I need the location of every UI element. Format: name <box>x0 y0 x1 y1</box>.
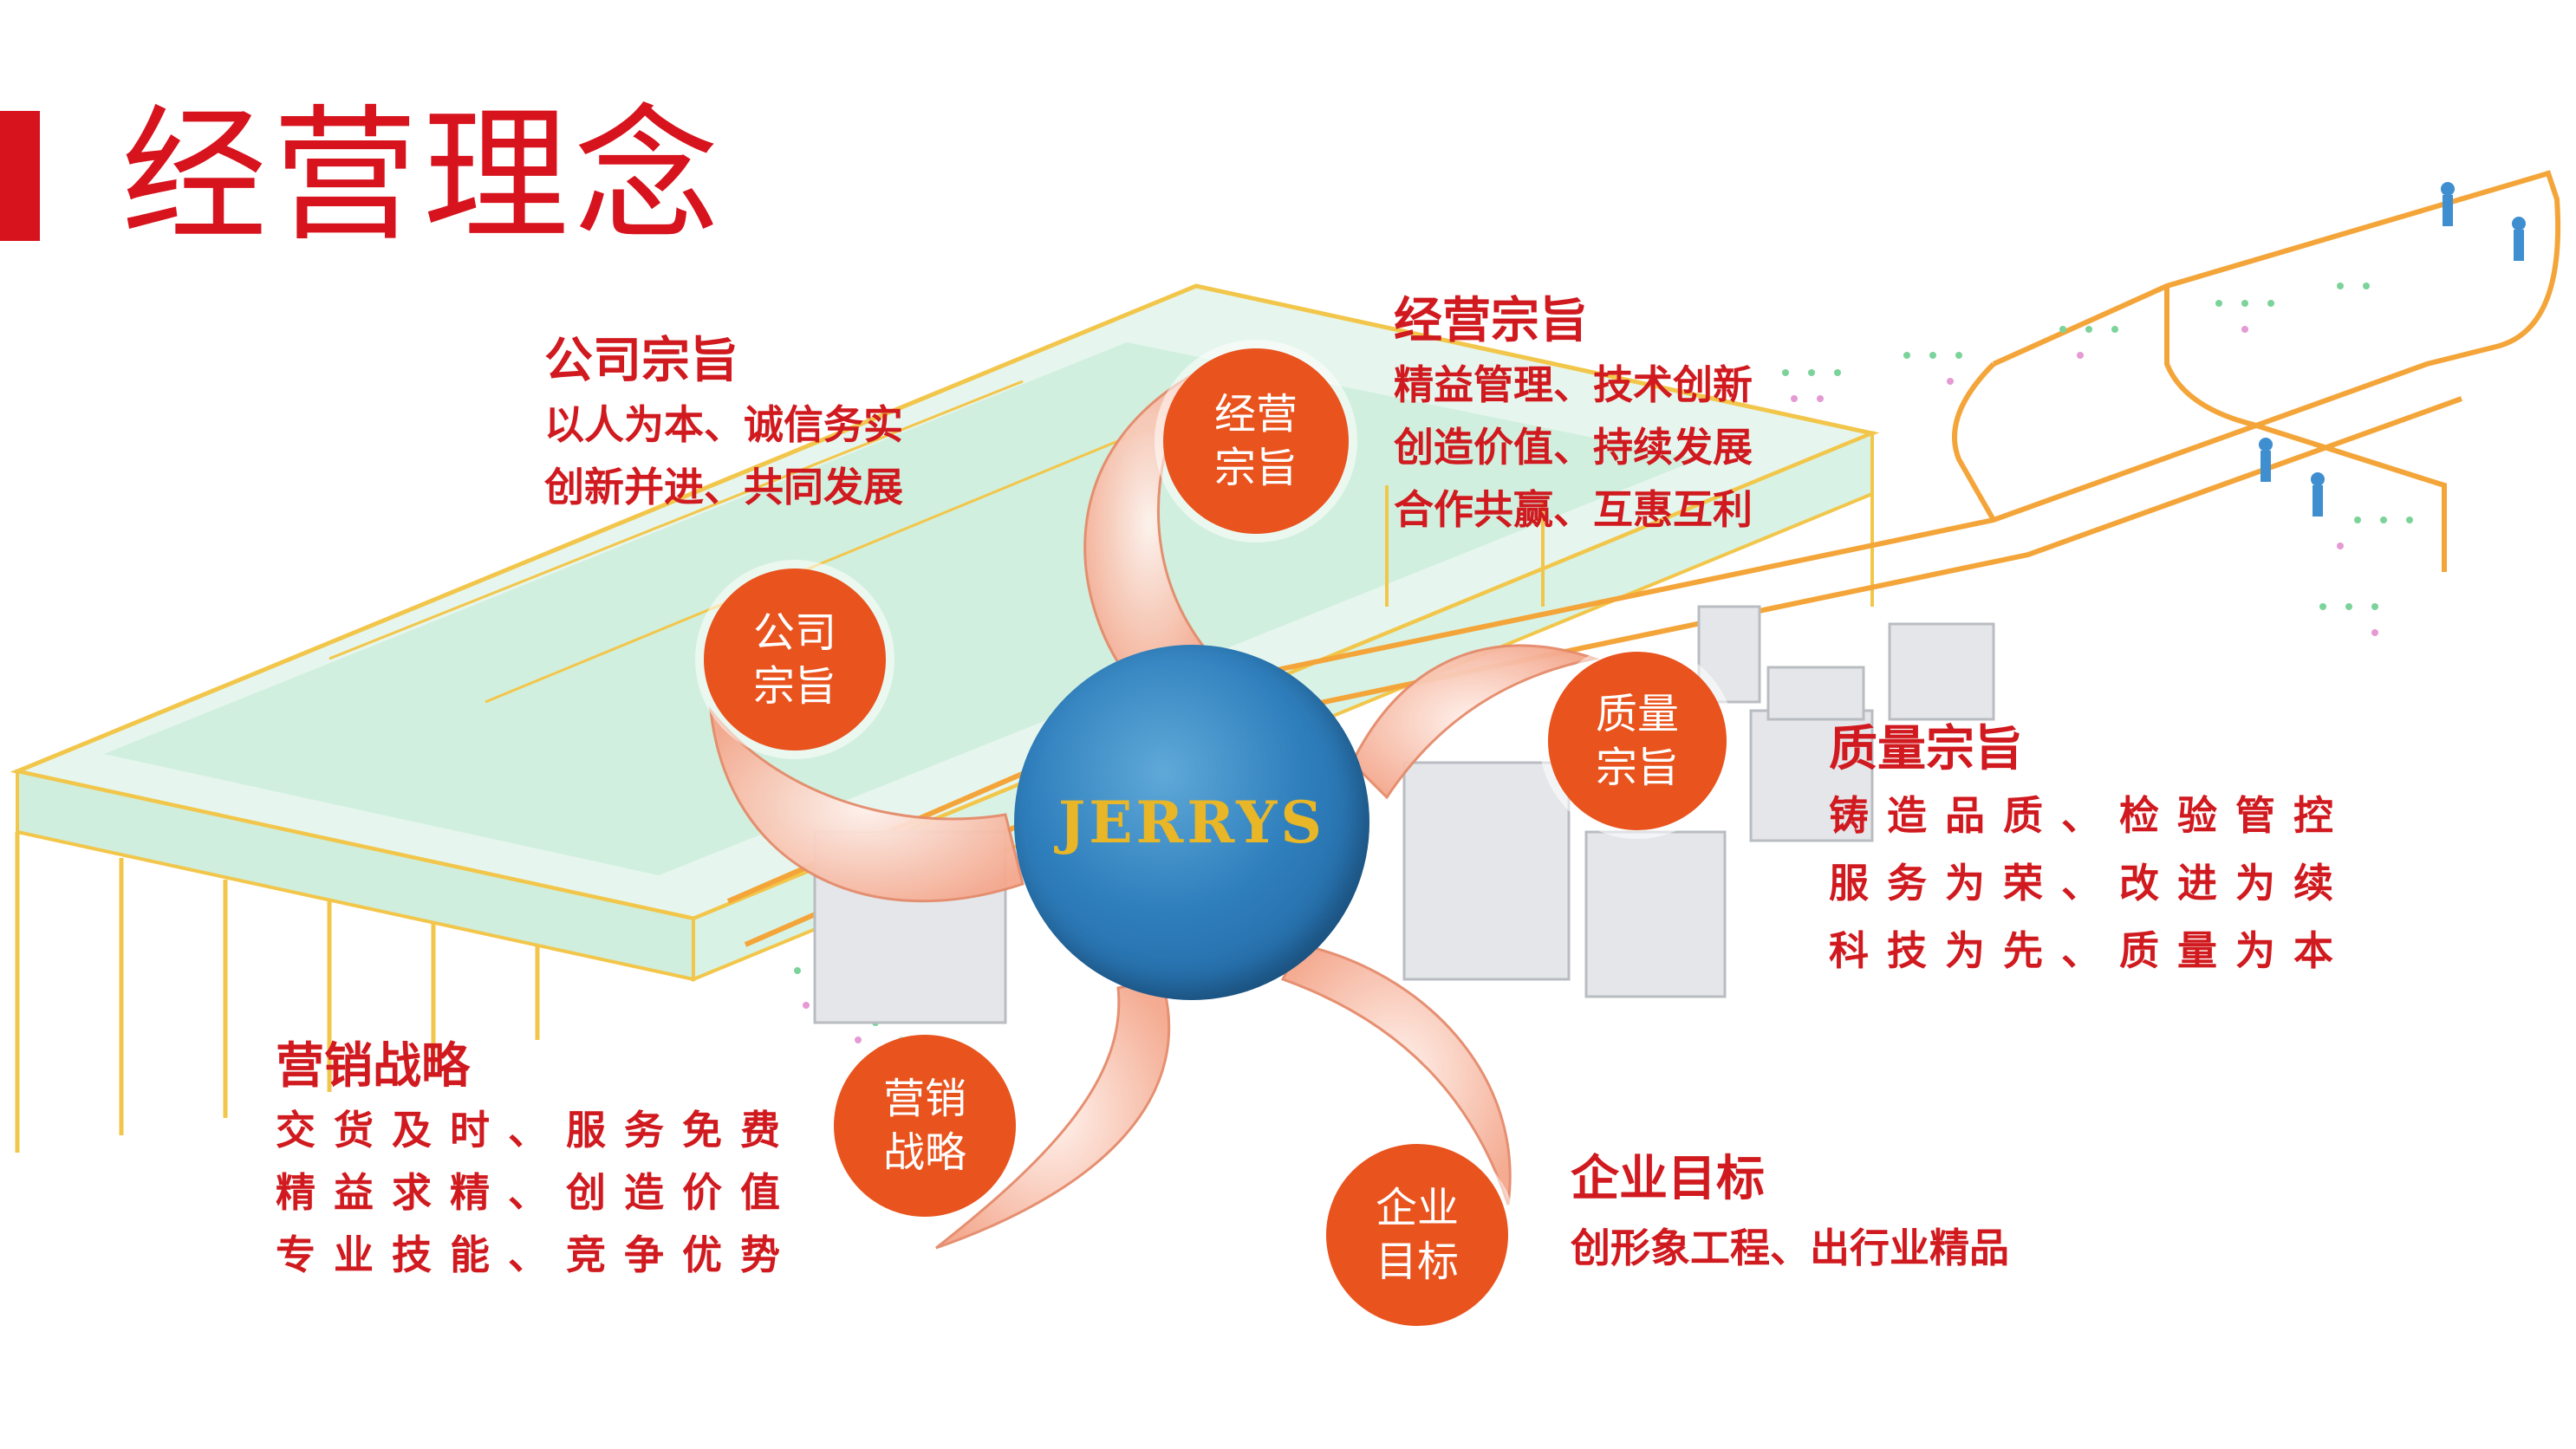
company-purpose-title: 公司宗旨 <box>544 332 738 389</box>
node-company-purpose: 公司 宗旨 <box>704 569 886 750</box>
marketing-strategy-line: 精益求精、创造价值 <box>276 1169 798 1216</box>
node-target-line1: 企业 <box>1375 1184 1459 1232</box>
page-title: 经营理念 <box>121 91 725 261</box>
node-marketing-strategy: 营销 战略 <box>834 1035 1016 1217</box>
marketing-strategy-title: 营销战略 <box>276 1037 470 1095</box>
petal-target <box>1280 943 1512 1205</box>
quality-purpose-title: 质量宗旨 <box>1829 720 2023 777</box>
node-business-line2: 宗旨 <box>1213 444 1298 492</box>
quality-purpose-line: 科技为先、质量为本 <box>1829 927 2352 974</box>
jerrys-hub: JERRYS <box>1014 645 1369 1000</box>
enterprise-target-block: 企业目标 创形象工程、出行业精品 <box>1571 1146 2009 1279</box>
node-business-purpose: 经营 宗旨 <box>1163 348 1349 534</box>
diagram-petals <box>708 369 1600 1250</box>
hub-label: JERRYS <box>1058 789 1325 856</box>
quality-purpose-line: 服务为荣、改进为续 <box>1829 860 2352 906</box>
petal-company <box>708 706 1025 903</box>
coating-equipment <box>813 605 1995 1024</box>
business-purpose-line: 合作共赢、互惠互利 <box>1394 486 1753 533</box>
node-marketing-line1: 营销 <box>882 1075 966 1123</box>
node-marketing-line2: 战略 <box>882 1128 966 1177</box>
node-quality-purpose: 质量 宗旨 <box>1548 652 1727 830</box>
node-quality-line2: 宗旨 <box>1595 744 1679 792</box>
node-enterprise-target: 企业 目标 <box>1326 1144 1508 1326</box>
company-purpose-line: 以人为本、诚信务实 <box>544 401 903 448</box>
node-business-line1: 经营 <box>1213 390 1298 439</box>
enterprise-target-line: 创形象工程、出行业精品 <box>1571 1225 2009 1271</box>
business-purpose-line: 创造价值、持续发展 <box>1394 424 1753 471</box>
enterprise-target-title: 企业目标 <box>1571 1150 1765 1207</box>
node-company-line2: 宗旨 <box>752 662 836 711</box>
marketing-strategy-block: 营销战略 交货及时、服务免费 精益求精、创造价值 专业技能、竞争优势 <box>276 1033 798 1286</box>
worker-figures <box>2259 182 2526 517</box>
node-target-line2: 目标 <box>1375 1238 1459 1286</box>
business-purpose-line: 精益管理、技术创新 <box>1394 361 1753 408</box>
title-accent-bar <box>0 111 40 241</box>
hanger-dots-pink <box>803 326 2378 1043</box>
marketing-strategy-line: 专业技能、竞争优势 <box>276 1231 798 1278</box>
quality-purpose-line: 铸造品质、检验管控 <box>1829 792 2352 839</box>
node-quality-line1: 质量 <box>1595 690 1679 738</box>
company-purpose-block: 公司宗旨 以人为本、诚信务实 创新并进、共同发展 <box>544 328 903 518</box>
quality-purpose-block: 质量宗旨 铸造品质、检验管控 服务为荣、改进为续 科技为先、质量为本 <box>1829 716 2352 984</box>
node-company-line1: 公司 <box>752 608 836 657</box>
petal-quality <box>1350 644 1600 800</box>
business-purpose-title: 经营宗旨 <box>1394 292 1588 349</box>
marketing-strategy-line: 交货及时、服务免费 <box>276 1107 798 1153</box>
company-purpose-line: 创新并进、共同发展 <box>544 464 903 510</box>
business-purpose-block: 经营宗旨 精益管理、技术创新 创造价值、持续发展 合作共赢、互惠互利 <box>1394 288 1753 541</box>
petal-marketing <box>935 978 1171 1250</box>
